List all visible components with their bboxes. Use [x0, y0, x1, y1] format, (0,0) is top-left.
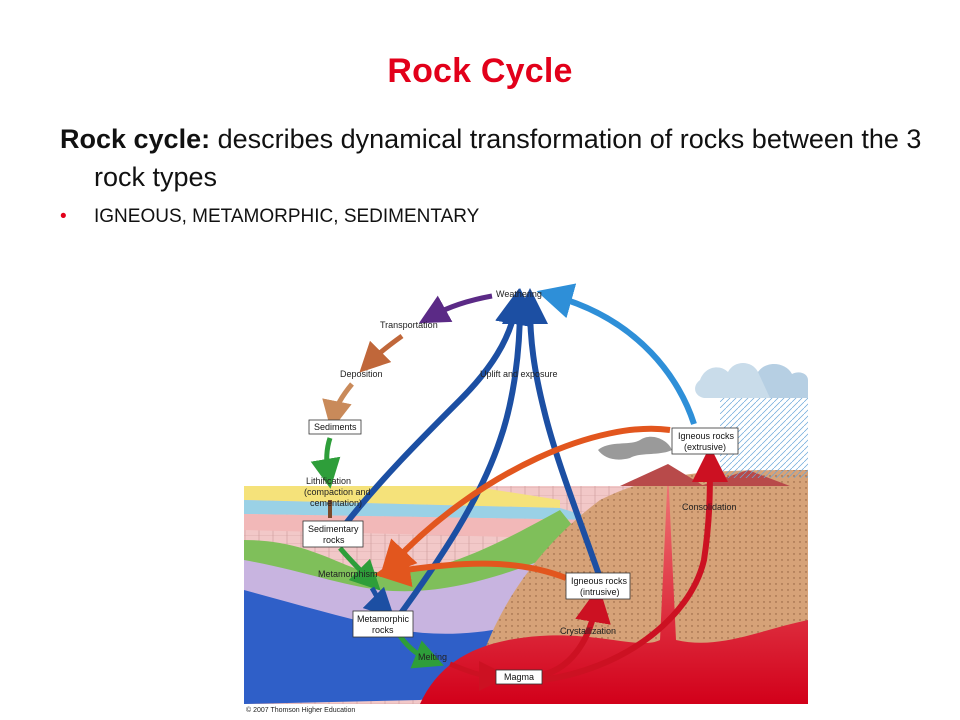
label-igneous-extrusive: Igneous rocks	[678, 431, 735, 441]
label-transportation: Transportation	[380, 320, 438, 330]
label-metamorphic: Metamorphic	[357, 614, 410, 624]
volcanic-smoke	[598, 436, 672, 460]
magma-box	[495, 669, 543, 685]
label-magma: Magma	[504, 672, 534, 682]
label-igneous-intrusive: Igneous rocks	[571, 576, 628, 586]
arrow-transport-to-deposition	[359, 333, 404, 373]
label-metamorphism: Metamorphism	[318, 569, 378, 579]
label-weathering: Weathering	[496, 289, 542, 299]
label-igneous-extrusive-2: (extrusive)	[684, 442, 726, 452]
igneous-extrusive-box	[671, 427, 739, 455]
rock-types-bullet: • IGNEOUS, METAMORPHIC, SEDIMENTARY	[60, 206, 479, 228]
arrow-extrusive-to-weathering	[536, 283, 697, 425]
label-melting: Melting	[418, 652, 447, 662]
slide-title: Rock Cycle	[387, 52, 573, 90]
definition-term: Rock cycle:	[60, 124, 211, 154]
definition: Rock cycle: describes dynamical transfor…	[60, 120, 954, 196]
label-uplift: Uplift and exposure	[480, 369, 558, 379]
arrow-extrusive-to-metamorphism	[379, 425, 671, 578]
arrow-intrusive-to-metamorphism	[374, 551, 568, 588]
definition-text: describes dynamical transformation of ro…	[94, 124, 922, 192]
label-consolidation: Consolidation	[682, 502, 737, 512]
label-sediments: Sediments	[314, 422, 357, 432]
diagram-labels: Weathering Transportation Deposition Upl…	[246, 289, 739, 714]
volcano-left	[620, 464, 704, 486]
arrow-sedimentary-to-metamorphism	[338, 546, 381, 591]
arrow-uplift-sedimentary	[341, 288, 531, 528]
metamorphic-box	[352, 610, 414, 638]
arrow-metamorphism-to-metamorphic	[362, 586, 395, 619]
label-crystallization: Crystallization	[560, 626, 616, 636]
arrow-uplift-intrusive	[512, 288, 603, 579]
label-lithification-3: cementation)	[310, 498, 362, 508]
label-sedimentary-2: rocks	[323, 535, 345, 545]
sediments-box	[308, 419, 362, 435]
arrow-magma-to-extrusive	[541, 446, 728, 683]
arrow-sediments-to-lithification	[310, 437, 341, 489]
cloud-right	[758, 363, 808, 398]
magma-chamber	[420, 470, 808, 704]
label-igneous-intrusive-2: (intrusive)	[580, 587, 620, 597]
bullet-dot-icon: •	[60, 206, 67, 227]
sedimentary-box	[302, 520, 364, 548]
rock-types-list: IGNEOUS, METAMORPHIC, SEDIMENTARY	[94, 206, 480, 227]
label-lithification: Lithification	[306, 476, 351, 486]
label-deposition: Deposition	[340, 369, 383, 379]
arrow-weathering-to-transport	[418, 293, 493, 324]
arrow-uplift-metamorphic	[393, 288, 538, 622]
arrow-metamorphic-to-melting	[397, 634, 444, 669]
arrow-deposition-to-sediments	[322, 382, 354, 431]
igneous-intrusive-box	[565, 572, 631, 600]
copyright-text: © 2007 Thomson Higher Education	[246, 706, 355, 714]
strata-cyan	[244, 500, 600, 520]
arrow-melting-to-magma	[449, 660, 509, 691]
cycle-arrows	[310, 283, 728, 691]
label-metamorphic-2: rocks	[372, 625, 394, 635]
label-lithification-2: (compaction and	[304, 487, 371, 497]
label-sedimentary: Sedimentary	[308, 524, 359, 534]
arrow-magma-to-intrusive	[535, 586, 611, 679]
